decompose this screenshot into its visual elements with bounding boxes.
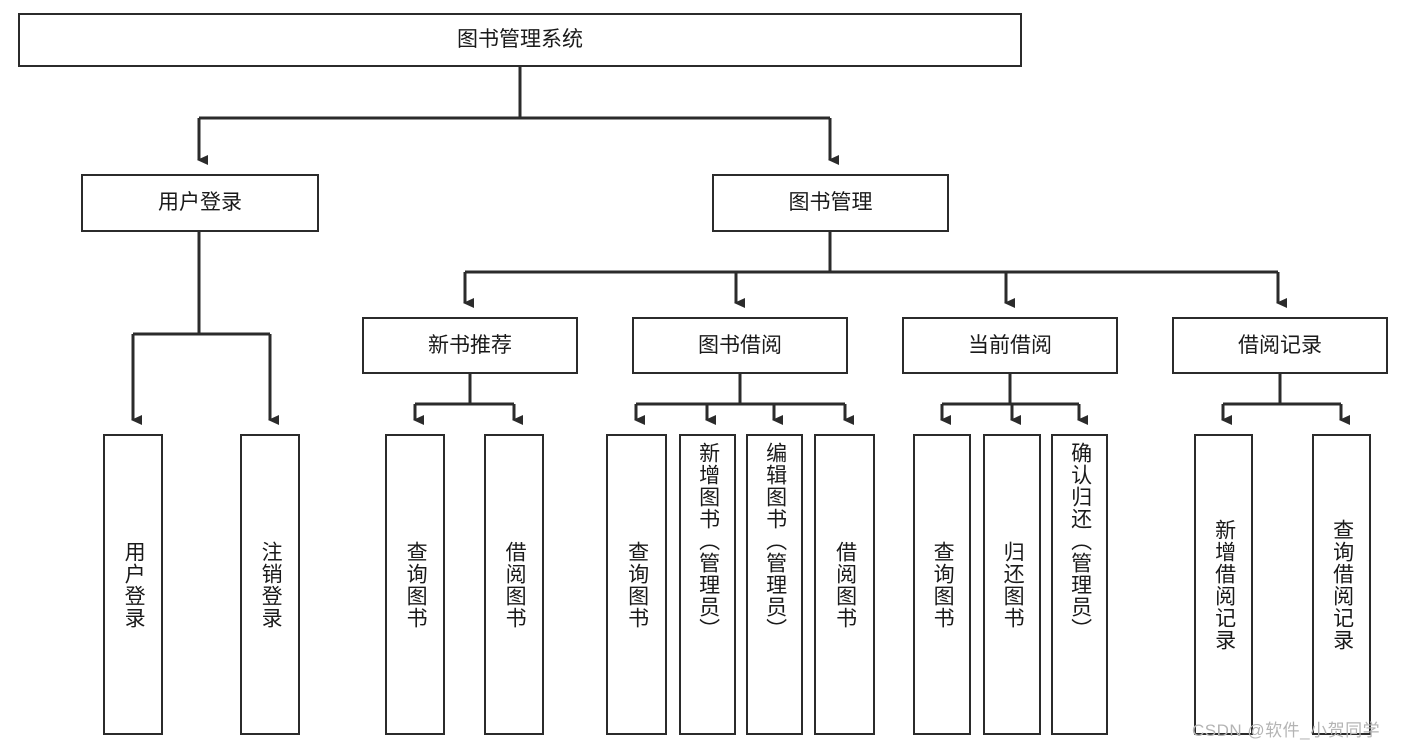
node-leaf-user-login[interactable]: 用户登录 [103, 434, 163, 735]
node-leaf-logout-label: 注销登录 [259, 540, 283, 629]
node-borrow-record-label: 借阅记录 [1238, 333, 1322, 357]
node-leaf-query-book-recommend-label: 查询图书 [404, 540, 428, 629]
node-leaf-query-borrow-record-label: 查询借阅记录 [1330, 518, 1354, 651]
node-leaf-query-book-current-label: 查询图书 [931, 540, 955, 629]
node-user-login-label: 用户登录 [158, 191, 242, 215]
node-book-borrow[interactable]: 图书借阅 [632, 317, 848, 374]
node-leaf-edit-book-label: 编辑图书（管理员） [763, 442, 787, 640]
node-leaf-logout[interactable]: 注销登录 [240, 434, 300, 735]
node-leaf-confirm-return-label: 确认归还（管理员） [1068, 442, 1092, 640]
node-leaf-borrow-book[interactable]: 借阅图书 [814, 434, 875, 735]
node-leaf-borrow-book-label: 借阅图书 [833, 540, 857, 629]
node-leaf-query-borrow-record[interactable]: 查询借阅记录 [1312, 434, 1371, 735]
node-root[interactable]: 图书管理系统 [18, 13, 1022, 67]
node-book-management-label: 图书管理 [788, 191, 873, 215]
node-book-borrow-label: 图书借阅 [698, 333, 782, 357]
node-leaf-return-book[interactable]: 归还图书 [983, 434, 1041, 735]
node-leaf-add-borrow-record[interactable]: 新增借阅记录 [1194, 434, 1253, 735]
node-current-borrow[interactable]: 当前借阅 [902, 317, 1118, 374]
node-leaf-add-book[interactable]: 新增图书（管理员） [679, 434, 736, 735]
node-new-book-recommend-label: 新书推荐 [428, 333, 512, 357]
node-user-login[interactable]: 用户登录 [81, 174, 319, 232]
node-leaf-edit-book[interactable]: 编辑图书（管理员） [746, 434, 803, 735]
node-root-label: 图书管理系统 [457, 28, 583, 52]
node-leaf-query-book-borrow-label: 查询图书 [625, 540, 649, 629]
watermark-text: CSDN @软件_小贺同学 [1192, 721, 1381, 740]
node-book-management[interactable]: 图书管理 [712, 174, 949, 232]
node-leaf-user-login-label: 用户登录 [122, 540, 146, 629]
node-leaf-borrow-book-recommend[interactable]: 借阅图书 [484, 434, 544, 735]
node-leaf-return-book-label: 归还图书 [1001, 540, 1025, 629]
node-leaf-borrow-book-recommend-label: 借阅图书 [503, 540, 527, 629]
node-leaf-add-borrow-record-label: 新增借阅记录 [1212, 518, 1236, 651]
node-leaf-query-book-recommend[interactable]: 查询图书 [385, 434, 445, 735]
node-leaf-confirm-return[interactable]: 确认归还（管理员） [1051, 434, 1108, 735]
node-new-book-recommend[interactable]: 新书推荐 [362, 317, 578, 374]
node-leaf-query-book-current[interactable]: 查询图书 [913, 434, 971, 735]
node-leaf-query-book-borrow[interactable]: 查询图书 [606, 434, 667, 735]
node-current-borrow-label: 当前借阅 [968, 333, 1052, 357]
node-leaf-add-book-label: 新增图书（管理员） [696, 442, 720, 640]
node-borrow-record[interactable]: 借阅记录 [1172, 317, 1388, 374]
